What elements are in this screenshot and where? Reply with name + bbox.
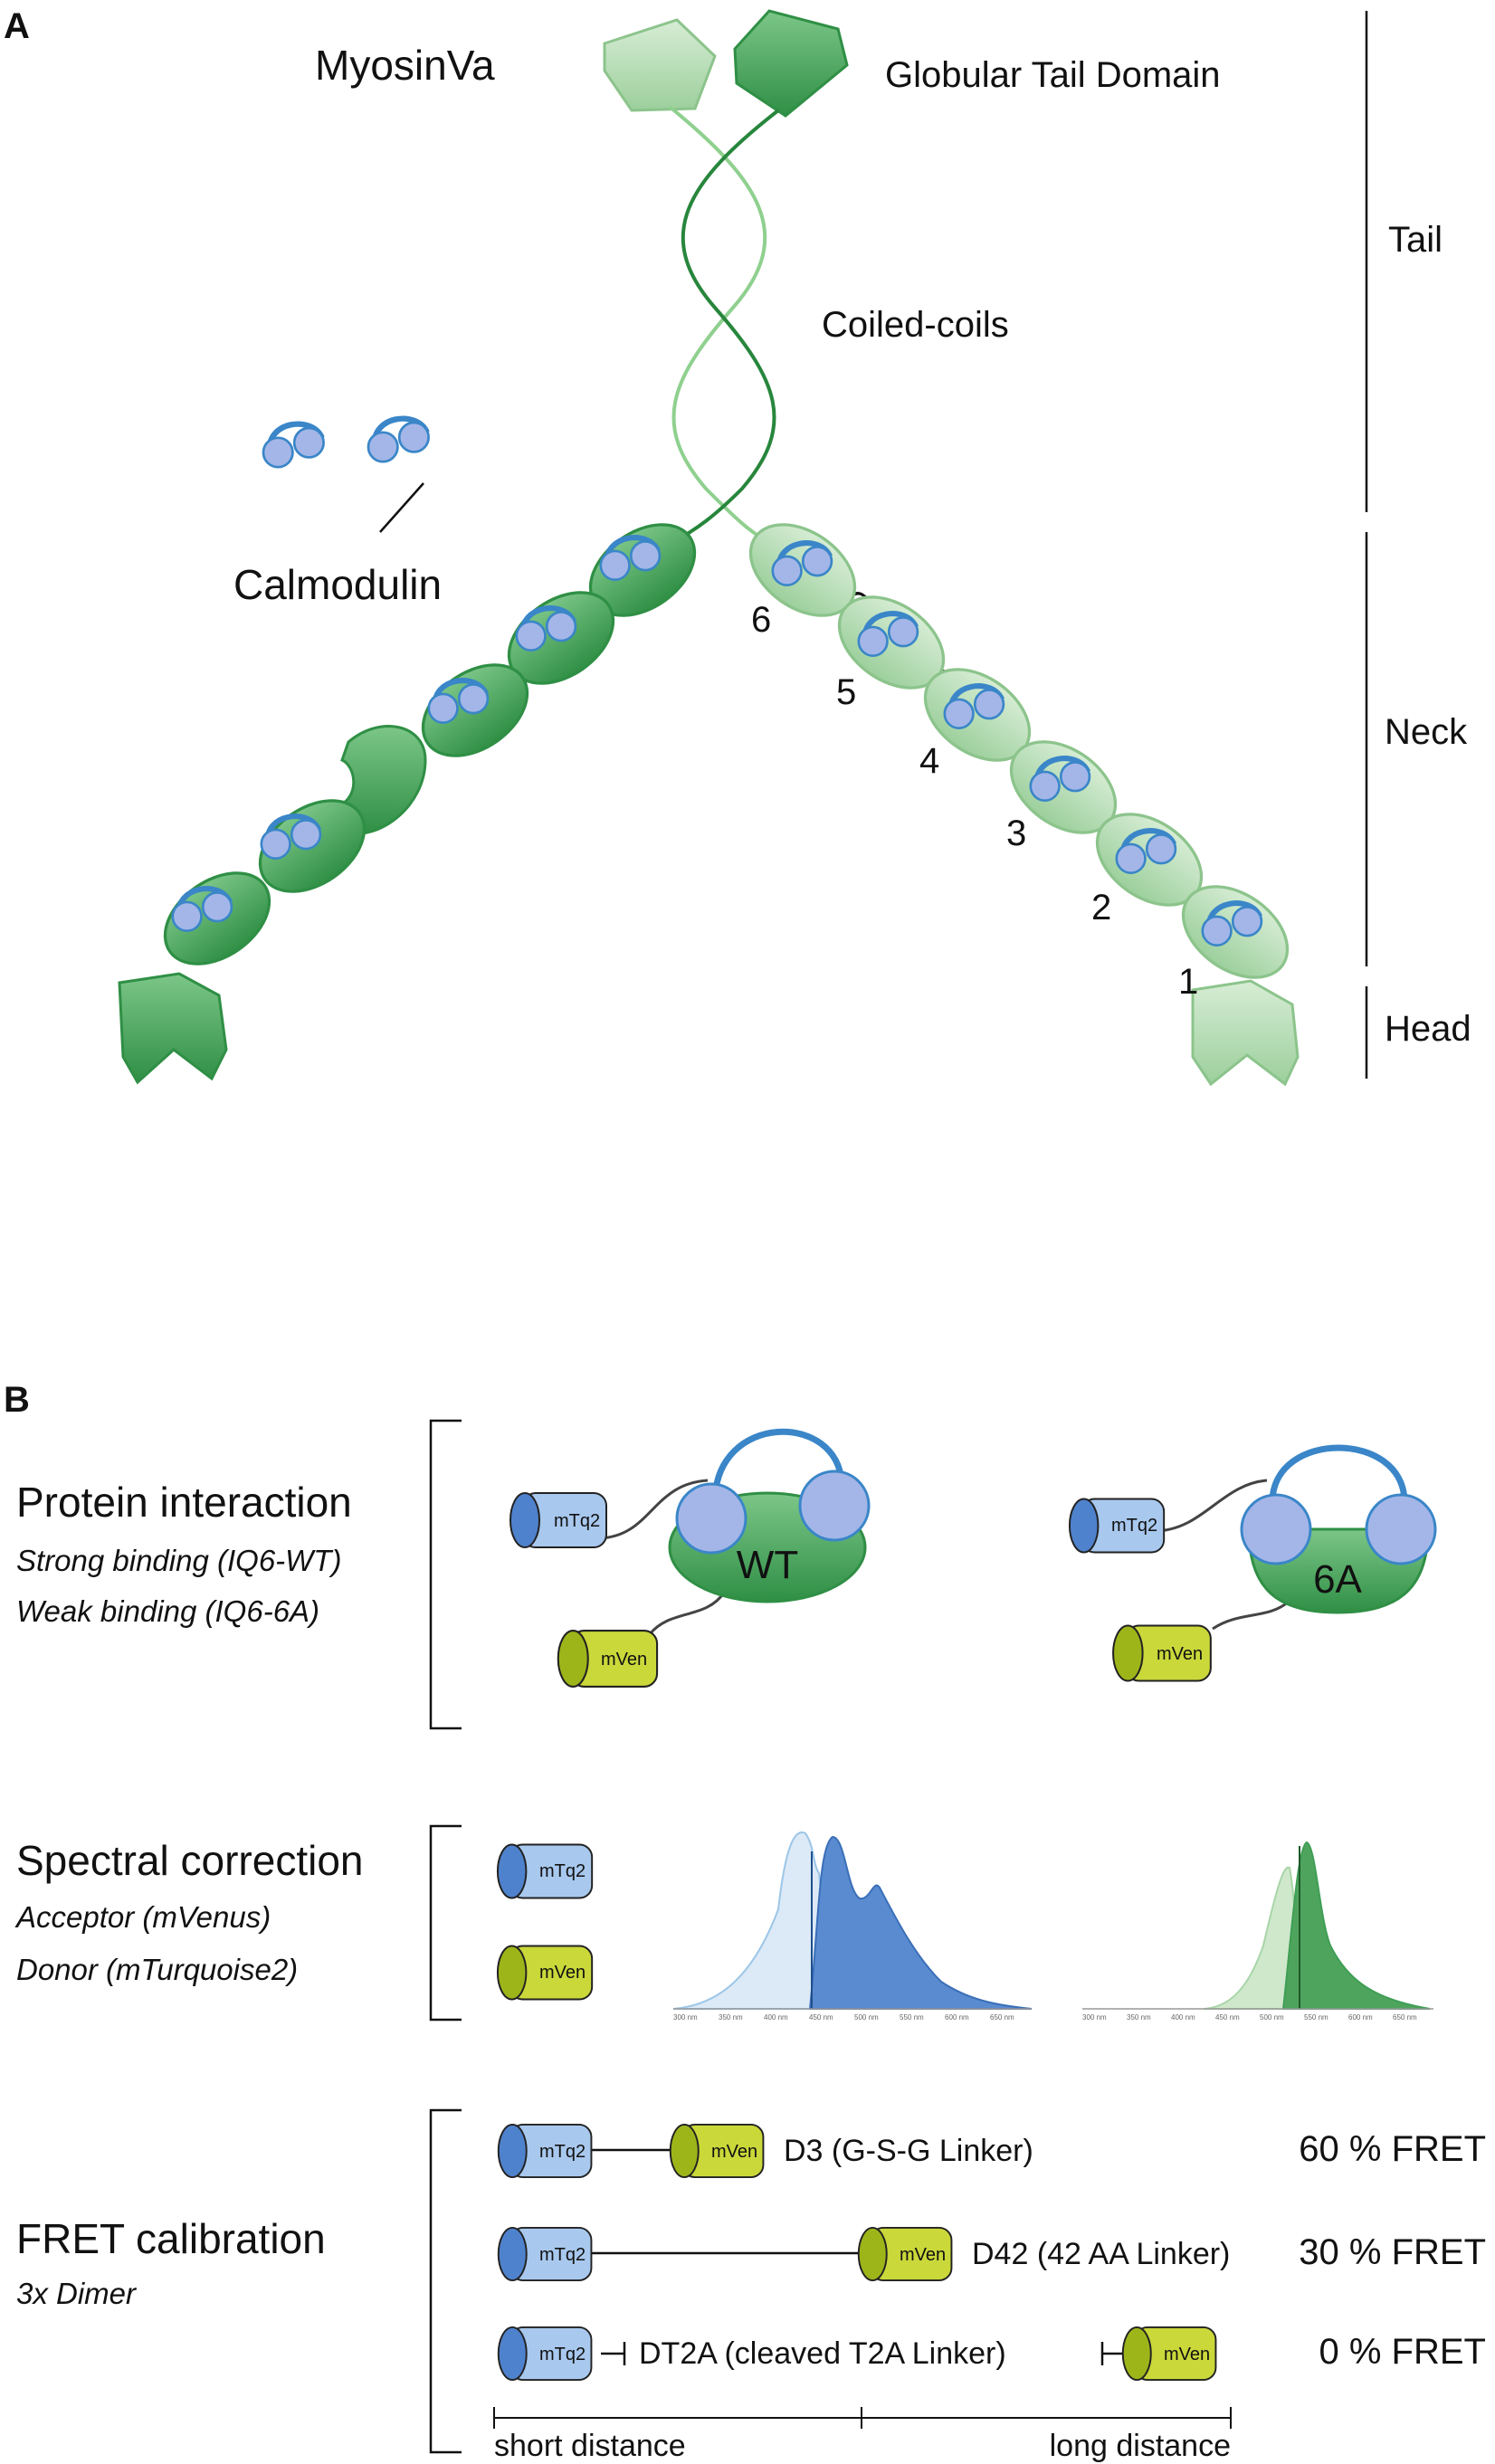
wt-mtq2-label: mTq2 [554,1511,600,1531]
d42-mtq2-label: mTq2 [539,2245,586,2265]
acceptor-tick-300: 300 nm [1082,2013,1107,2022]
interaction-bracket [429,1419,462,1730]
6a-calmodulin-linker [1269,1444,1408,1503]
iq-number-4: 4 [919,741,939,781]
wt-calmodulin-lobe-2 [798,1470,871,1542]
wt-calmodulin-linker [711,1428,845,1503]
dt2a-fret-value: 0 % FRET [1319,2332,1486,2372]
donor-tick-500: 500 nm [854,2013,879,2022]
6a-mven-label: mVen [1157,1644,1203,1664]
donor-tick-300: 300 nm [673,2013,698,2022]
calibration-row-d3: mTq2 mVen D3 (G-S-G Linker) 60 % FRET [497,2123,1486,2179]
d42-mven-label: mVen [900,2245,946,2265]
globular-tail-label: Globular Tail Domain [885,55,1221,95]
6a-mtq2-label: mTq2 [1111,1516,1157,1536]
donor-tick-400: 400 nm [764,2013,788,2022]
d3-fret-value: 60 % FRET [1299,2129,1486,2169]
wt-linker-acceptor [648,1592,726,1635]
acceptor-tick-500: 500 nm [1260,2013,1284,2022]
globular-tail-dark [733,9,849,118]
acceptor-tick-350: 350 nm [1127,2013,1151,2022]
acceptor-emission-area [1281,1841,1431,2010]
spectral-mven-label: mVen [539,1963,586,1983]
calibration-bracket [429,2108,462,2454]
calibration-title: FRET calibration [16,2215,326,2262]
donor-tick-650: 650 nm [990,2013,1014,2022]
panel-a-label: A [4,6,30,46]
donor-excitation-area [672,1831,834,2010]
acceptor-spectra-plot: 300 nm 350 nm 400 nm 450 nm 500 nm 550 n… [1082,1841,1433,2022]
calibration-row-dt2a: mTq2 DT2A (cleaved T2A Linker) mVen 0 % … [497,2326,1486,2382]
acceptor-tick-450: 450 nm [1215,2013,1240,2022]
dt2a-mtq2-label: mTq2 [539,2345,586,2364]
region-neck: Neck [1385,712,1468,752]
spectral-mtq2-label: mTq2 [539,1861,586,1881]
short-distance-label: short distance [494,2429,686,2463]
donor-tick-550: 550 nm [900,2013,924,2022]
6a-linker-acceptor [1212,1600,1290,1631]
calmodulin-pointer-line [379,482,424,533]
interaction-title: Protein interaction [16,1479,352,1526]
6a-label: 6A [1313,1557,1362,1602]
region-tail: Tail [1388,220,1443,260]
6a-linker-donor [1156,1479,1268,1533]
d3-mven-label: mVen [711,2142,757,2162]
iq-number-3: 3 [1006,813,1026,853]
spectral-title: Spectral correction [16,1837,364,1884]
coiled-coil-dark [671,109,780,545]
6a-construct: 6A mTq2 mVen [1068,1444,1437,1682]
donor-spectra-plot: 300 nm 350 nm 400 nm 450 nm 500 nm 550 n… [672,1831,1033,2022]
spectral-bracket [429,1824,462,2022]
d42-fret-value: 30 % FRET [1299,2232,1486,2272]
long-distance-label: long distance [1050,2429,1231,2463]
calibration-subtitle: 3x Dimer [16,2277,138,2310]
donor-tick-350: 350 nm [719,2013,743,2022]
6a-calmodulin-lobe-1 [1240,1493,1312,1565]
d42-linker-label: D42 (42 AA Linker) [972,2237,1230,2271]
left-lever-arm [118,504,713,1085]
myosin-title: MyosinVa [315,42,495,89]
6a-calmodulin-lobe-2 [1365,1493,1437,1565]
dt2a-linker-label: DT2A (cleaved T2A Linker) [639,2336,1006,2371]
free-calmodulin-1 [263,424,324,468]
iq-number-2: 2 [1091,888,1111,928]
interaction-line-1: Strong binding (IQ6-WT) [16,1544,341,1577]
motor-head-light [1191,979,1300,1087]
spectral-line-2: Donor (mTurquoise2) [16,1953,298,1986]
calmodulin-label: Calmodulin [233,561,442,608]
wt-calmodulin-lobe-1 [675,1482,748,1555]
wt-label: WT [737,1543,798,1587]
iq-number-5: 5 [836,672,856,712]
interaction-line-2: Weak binding (IQ6-6A) [16,1594,319,1628]
iq-number-6: 6 [751,600,771,640]
globular-tail-light [603,18,717,112]
region-head: Head [1385,1009,1471,1049]
coiled-coils-label: Coiled-coils [822,305,1009,345]
d3-mtq2-label: mTq2 [539,2142,586,2162]
acceptor-tick-600: 600 nm [1348,2013,1373,2022]
spectral-line-1: Acceptor (mVenus) [14,1900,271,1934]
wt-mven-label: mVen [601,1650,647,1670]
calibration-row-d42: mTq2 mVen D42 (42 AA Linker) 30 % FRET [497,2226,1486,2282]
distance-axis: short distance long distance [493,2407,1232,2463]
donor-emission-area [808,1835,1033,2010]
acceptor-tick-550: 550 nm [1304,2013,1328,2022]
coiled-coil-light [668,105,772,545]
free-calmodulin-2 [368,419,429,462]
right-lever-arm [732,504,1306,1087]
donor-tick-450: 450 nm [809,2013,833,2022]
donor-tick-600: 600 nm [945,2013,969,2022]
iq-number-1: 1 [1178,962,1198,1002]
panel-b-label: B [4,1380,30,1420]
motor-head-dark [118,972,228,1085]
d3-linker-label: D3 (G-S-G Linker) [784,2134,1033,2168]
acceptor-tick-650: 650 nm [1393,2013,1417,2022]
wt-linker-donor [598,1479,709,1540]
dt2a-mven-label: mVen [1164,2345,1210,2364]
acceptor-tick-400: 400 nm [1171,2013,1195,2022]
wt-construct: WT mTq2 mVen [509,1428,871,1688]
